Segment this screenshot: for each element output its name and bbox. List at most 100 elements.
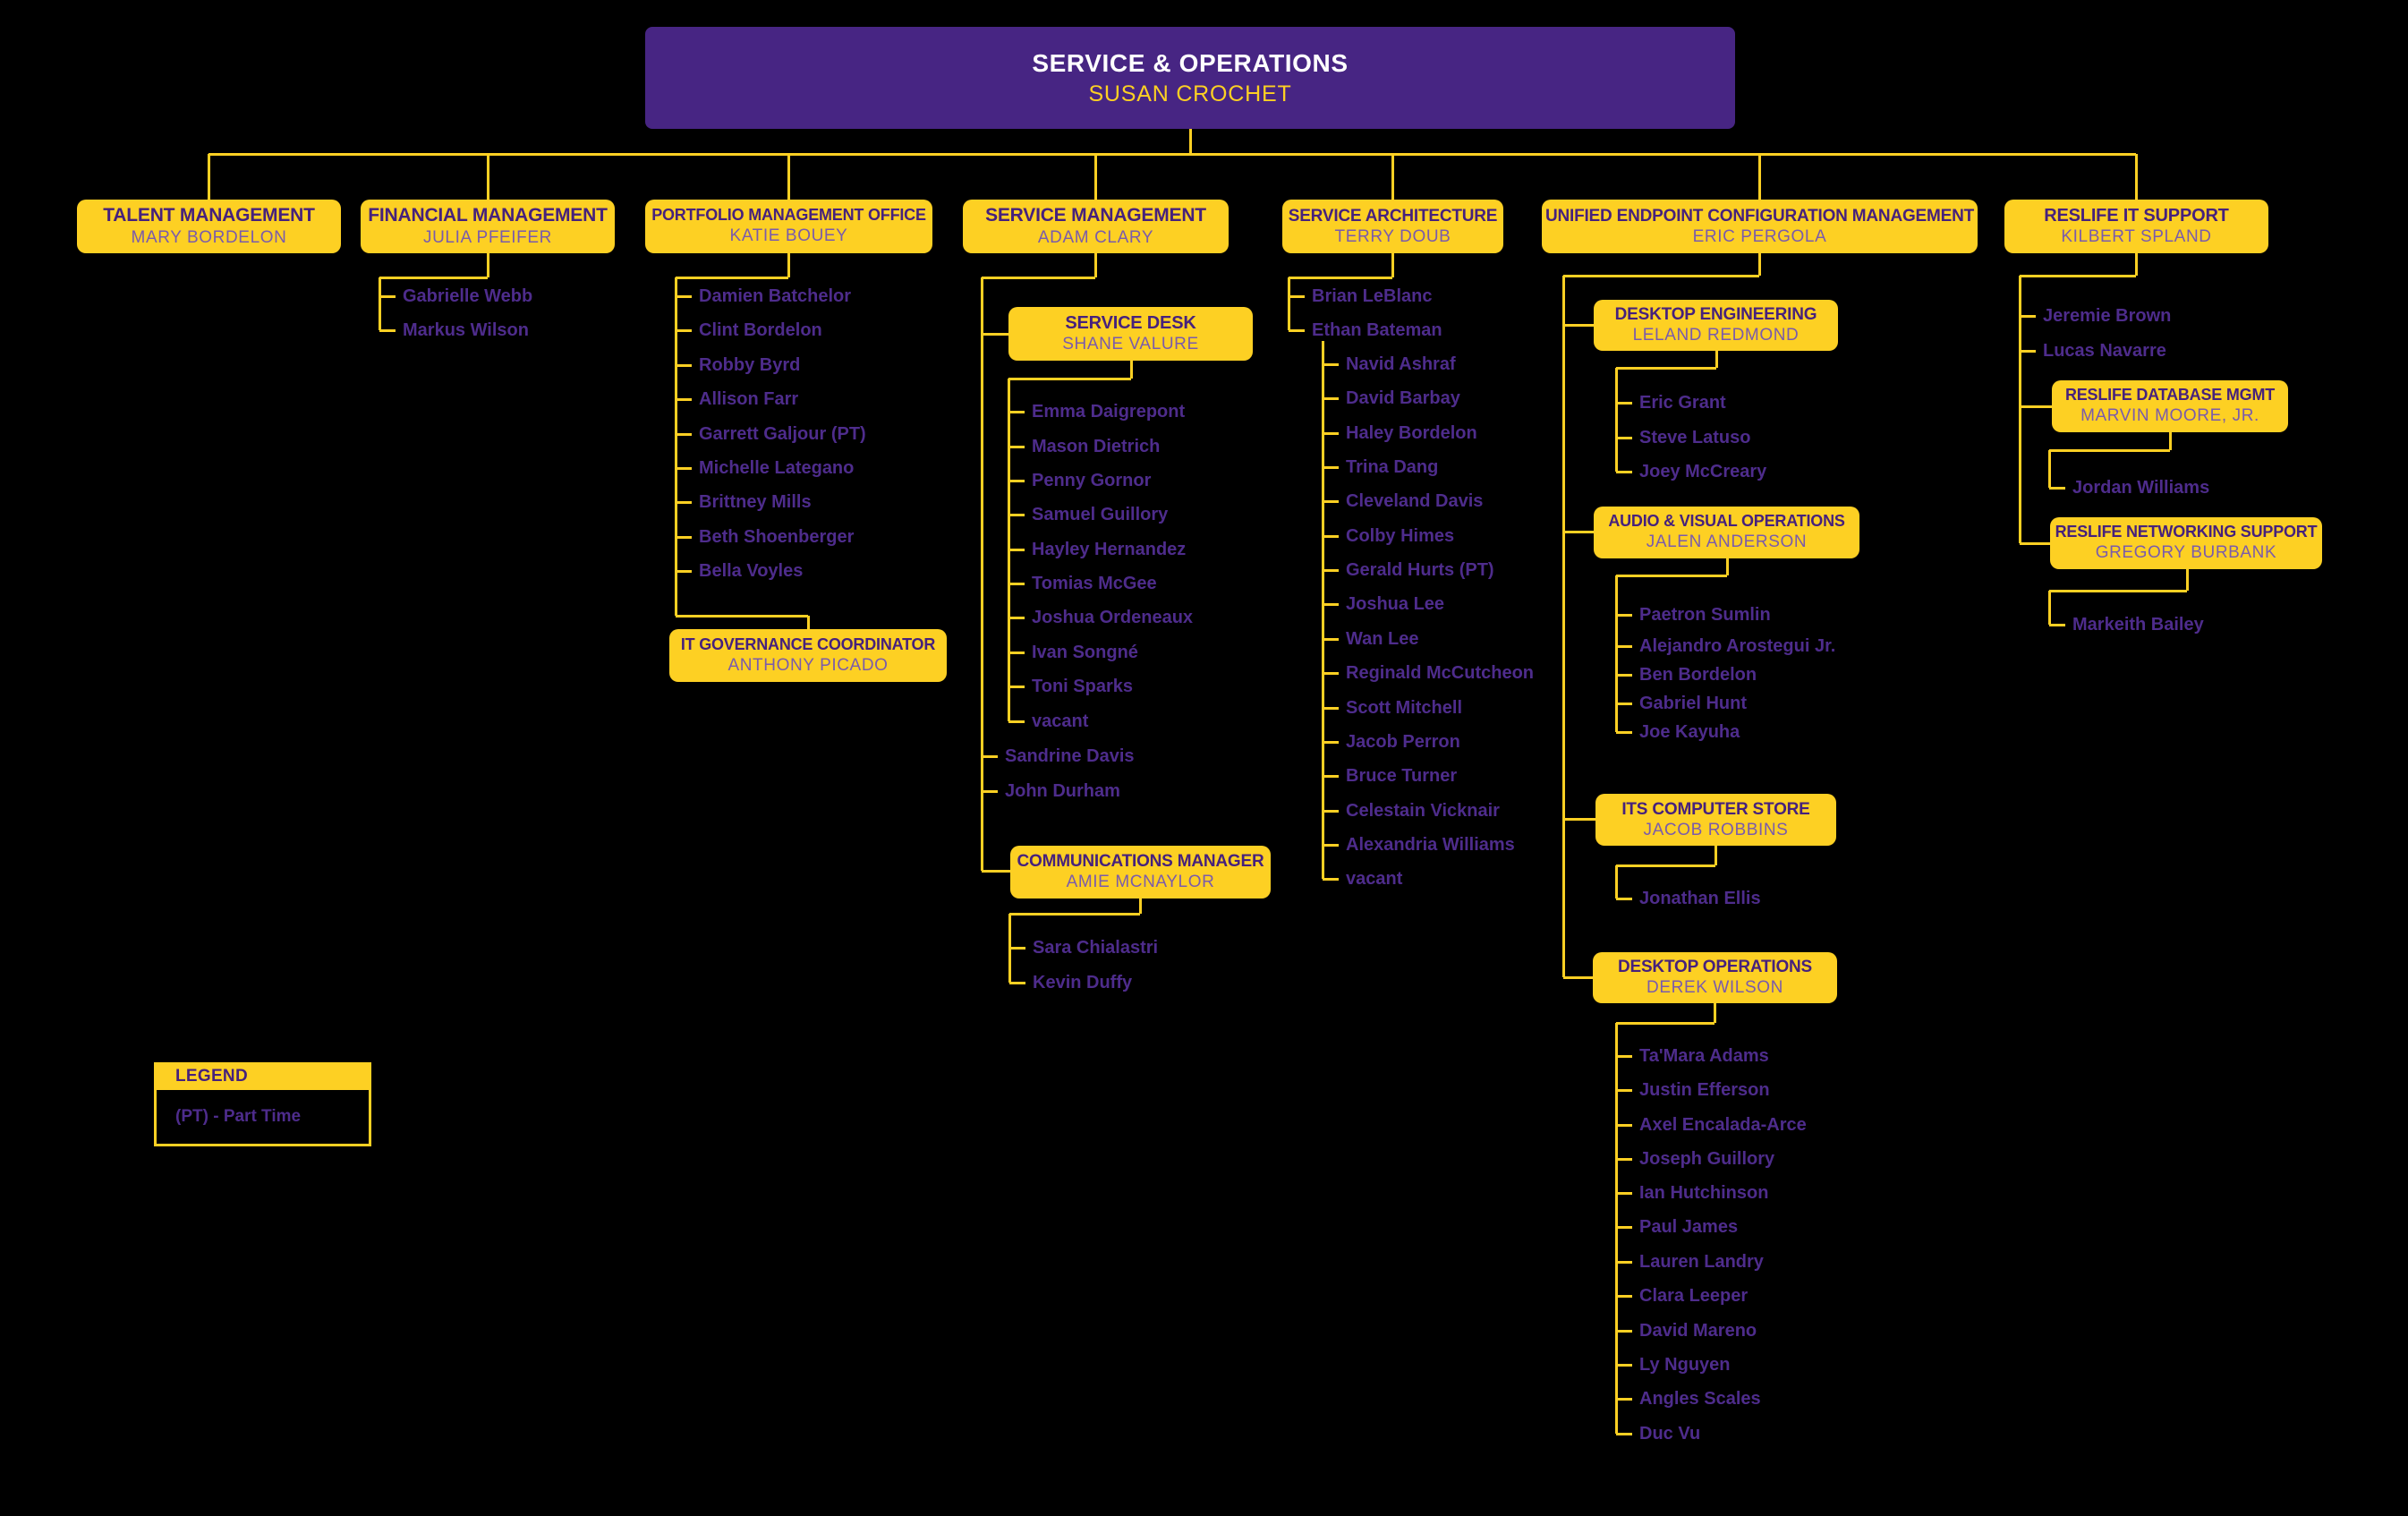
connector-line <box>1289 328 1305 332</box>
connector-line <box>1616 1260 1632 1264</box>
connector-line <box>676 500 692 504</box>
unit-title: TALENT MANAGEMENT <box>103 205 315 226</box>
unit-lead: MARY BORDELON <box>131 227 287 247</box>
connector-line <box>2047 591 2051 625</box>
person-brittney-mills: Brittney Mills <box>699 492 812 512</box>
unit-lead: KATIE BOUEY <box>729 226 848 246</box>
person-eric-grant: Eric Grant <box>1639 393 1726 413</box>
person-ben-bordelon: Ben Bordelon <box>1639 665 1757 685</box>
person-brian-leblanc: Brian LeBlanc <box>1312 286 1433 306</box>
person-kevin-duffy: Kevin Duffy <box>1033 973 1133 992</box>
person-vacant: vacant <box>1346 869 1403 889</box>
connector-line <box>1614 368 1618 472</box>
connector-line <box>1616 401 1632 405</box>
connector-line <box>1757 253 1761 276</box>
person-tomias-mcgee: Tomias McGee <box>1032 574 1157 593</box>
unit-title: DESKTOP ENGINEERING <box>1614 305 1817 325</box>
connector-line <box>1715 351 1718 368</box>
connector-line <box>1616 1329 1632 1333</box>
person-joey-mccreary: Joey McCreary <box>1639 462 1767 481</box>
person-navid-ashraf: Navid Ashraf <box>1346 354 1456 374</box>
connector-line <box>787 253 790 277</box>
person-duc-vu: Duc Vu <box>1639 1424 1701 1444</box>
connector-line <box>806 616 810 629</box>
connector-line <box>1323 809 1339 813</box>
unit-lead: SHANE VALURE <box>1062 335 1199 354</box>
connector-line <box>379 276 488 279</box>
connector-line <box>676 276 788 279</box>
unit-title: PORTFOLIO MANAGEMENT OFFICE <box>651 206 926 225</box>
person-wan-lee: Wan Lee <box>1346 629 1419 649</box>
connector-line <box>1616 470 1632 473</box>
connector-line <box>1614 1023 1618 1434</box>
connector-line <box>2168 432 2172 450</box>
connector-line <box>1323 671 1339 675</box>
unit-lead: KILBERT SPLAND <box>2061 227 2212 247</box>
connector-line <box>1323 774 1339 778</box>
connector-line <box>1616 644 1632 648</box>
unit-lead: MARVIN MOORE, JR. <box>2080 406 2259 426</box>
person-sandrine-davis: Sandrine Davis <box>1005 746 1135 766</box>
connector-line <box>1008 410 1025 413</box>
root-lead: SUSAN CROCHET <box>1088 81 1292 106</box>
connector-line <box>1616 1088 1632 1092</box>
connector-line <box>1616 1021 1715 1025</box>
unit-title: FINANCIAL MANAGEMENT <box>368 205 608 226</box>
connector-line <box>1616 366 1716 370</box>
connector-line <box>2020 405 2052 408</box>
unit-lead: ADAM CLARY <box>1037 227 1154 247</box>
connector-line <box>1714 846 1717 865</box>
person-haley-bordelon: Haley Bordelon <box>1346 423 1477 443</box>
person-gabriel-hunt: Gabriel Hunt <box>1639 694 1748 713</box>
connector-line <box>1009 981 1025 984</box>
connector-line <box>1008 720 1025 723</box>
person-markus-wilson: Markus Wilson <box>403 320 529 340</box>
connector-line <box>1616 897 1632 900</box>
connector-line <box>1391 154 1394 200</box>
person-toni-sparks: Toni Sparks <box>1032 677 1133 696</box>
person-angles-scales: Angles Scales <box>1639 1389 1761 1409</box>
connector-line <box>1287 277 1290 330</box>
person-bella-voyles: Bella Voyles <box>699 561 804 581</box>
connector-line <box>1616 1123 1632 1127</box>
connector-line <box>379 294 396 298</box>
person-joshua-ordeneaux: Joshua Ordeneaux <box>1032 608 1194 627</box>
connector-line <box>676 328 692 332</box>
unit-title: SERVICE MANAGEMENT <box>985 205 1206 226</box>
connector-line <box>1616 730 1632 734</box>
connector-line <box>1616 1432 1632 1435</box>
person-colby-himes: Colby Himes <box>1346 526 1455 546</box>
connector-line <box>1757 154 1761 200</box>
connector-line <box>1616 1294 1632 1298</box>
person-bruce-turner: Bruce Turner <box>1346 766 1458 786</box>
connector-line <box>2134 253 2138 276</box>
unit-title: ITS COMPUTER STORE <box>1621 799 1810 819</box>
unit-title: COMMUNICATIONS MANAGER <box>1017 852 1264 872</box>
connector-line <box>379 328 396 332</box>
connector-line <box>980 277 983 871</box>
person-paul-james: Paul James <box>1639 1217 1739 1237</box>
connector-line <box>2049 589 2187 592</box>
connector-line <box>1289 294 1305 298</box>
connector-line <box>1009 912 1140 916</box>
connector-line <box>674 277 677 616</box>
connector-line <box>2020 314 2036 318</box>
connector-line <box>2134 154 2138 200</box>
connector-line <box>1323 877 1339 881</box>
connector-line <box>1008 616 1025 619</box>
connector-line <box>676 614 808 617</box>
person-robby-byrd: Robby Byrd <box>699 355 801 375</box>
connector-line <box>2020 274 2136 277</box>
person-ian-hutchinson: Ian Hutchinson <box>1639 1183 1769 1203</box>
connector-line <box>982 332 1008 336</box>
connector-line <box>1561 276 1565 977</box>
connector-line <box>2185 569 2189 591</box>
connector-line <box>1321 341 1324 879</box>
